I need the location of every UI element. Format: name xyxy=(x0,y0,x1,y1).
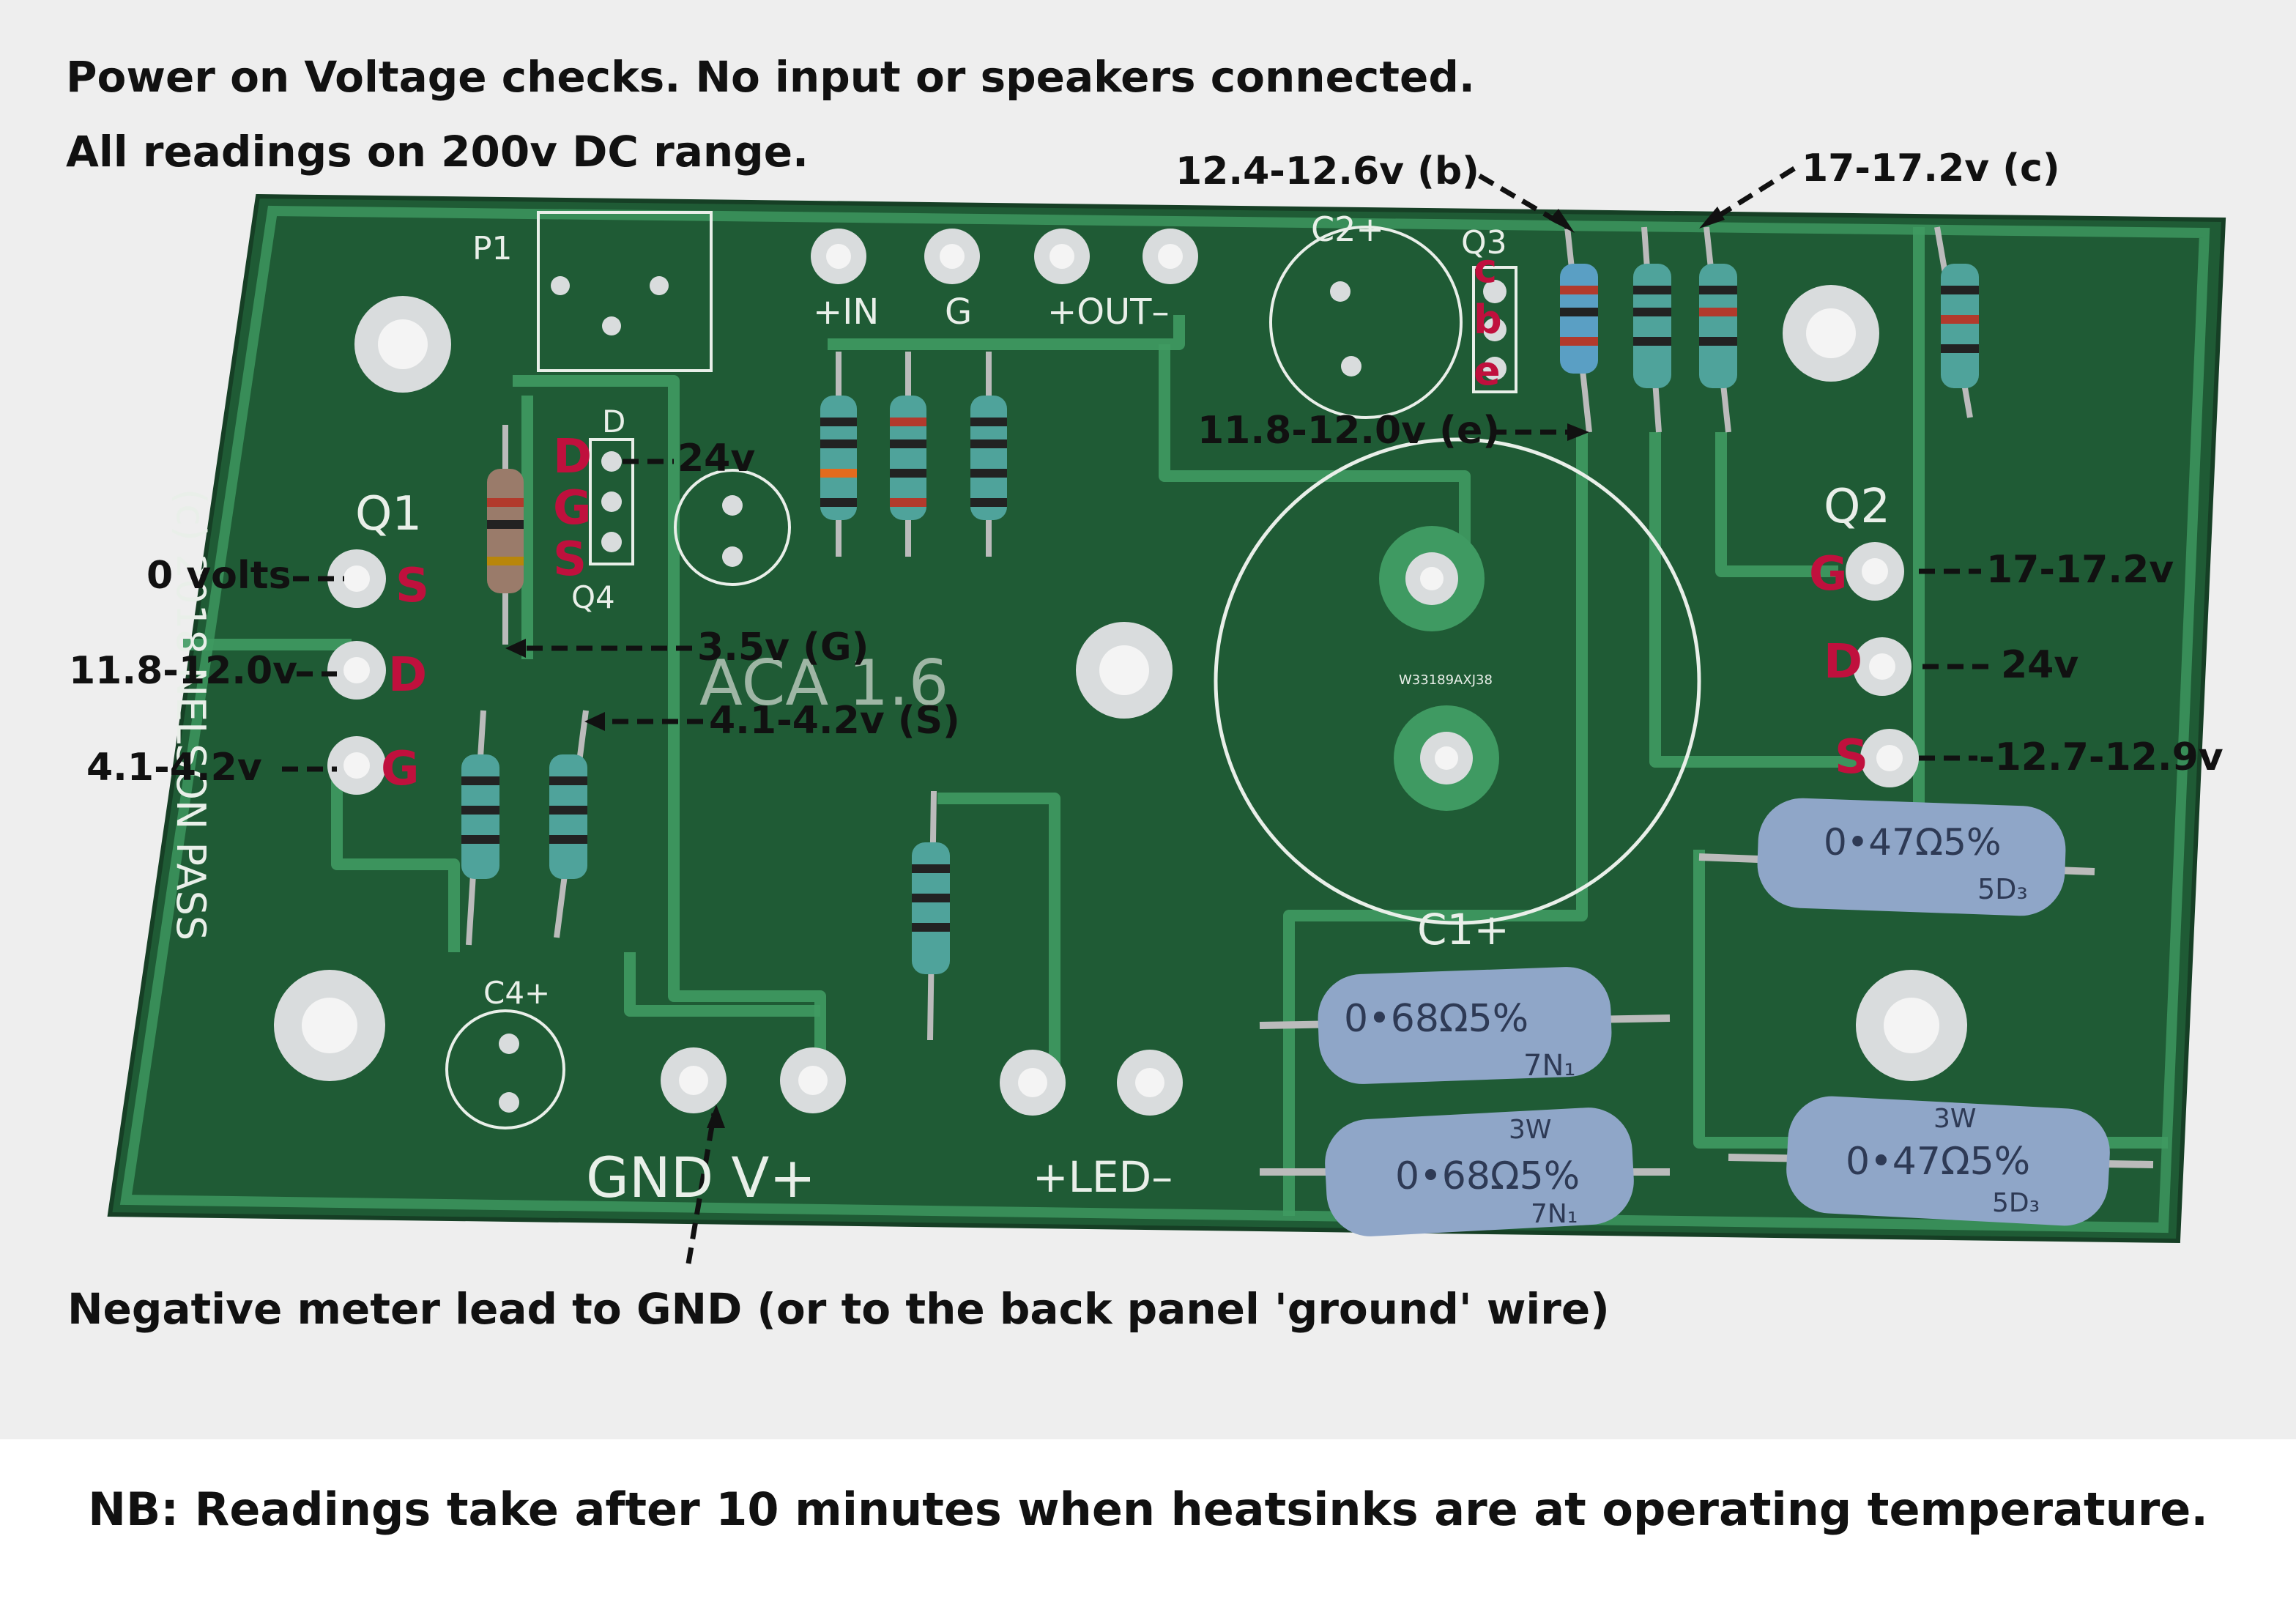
silk-out: +OUT– xyxy=(1047,292,1170,333)
reading-q1-s: 0 volts xyxy=(146,554,291,598)
silk-q4: Q4 xyxy=(571,579,615,615)
pin-q1-s: S xyxy=(395,559,430,613)
ground-note: Negative meter lead to GND (or to the ba… xyxy=(67,1284,1610,1334)
reading-q2-s: -12.7-12.9v xyxy=(1979,735,2223,779)
reading-q2-g: 17-17.2v xyxy=(1986,548,2174,592)
annotation-arrowheads xyxy=(505,207,1725,1128)
power-resistor-r4-code: 5D₃ xyxy=(1992,1188,2040,1218)
power-resistor-r1-code: 7N₁ xyxy=(1523,1049,1576,1083)
pin-q4-g: G xyxy=(553,481,592,535)
silk-q2: Q2 xyxy=(1824,480,1891,534)
q4-outline xyxy=(589,438,634,565)
silk-q4-d: D xyxy=(602,404,626,439)
reading-q3-b: 12.4-12.6v (b) xyxy=(1175,149,1479,193)
power-resistor-r4-rating: 3W xyxy=(1933,1104,1977,1134)
bottom-band xyxy=(0,1439,2296,1599)
mounting-holes xyxy=(274,285,1967,1081)
reading-q2-d: 24v xyxy=(2001,643,2079,687)
reading-q1-d: 11.8-12.0v xyxy=(69,649,298,693)
c4-outline xyxy=(445,1009,565,1129)
reading-q4-g: 3.5v (G) xyxy=(697,626,869,669)
power-resistor-r4-marking: 0•47Ω5% xyxy=(1846,1140,2031,1184)
pin-q3-c: c xyxy=(1474,245,1498,292)
small-resistors xyxy=(461,226,1979,1041)
silk-q3: Q3 xyxy=(1461,224,1507,261)
pin-q4-d: D xyxy=(553,430,592,484)
pin-q3-b: b xyxy=(1474,297,1502,343)
c3-outline xyxy=(674,469,791,586)
reading-q3-e: 11.8-12.0v (e) xyxy=(1197,409,1500,453)
p1-outline xyxy=(537,211,713,372)
header-line-2: All readings on 200v DC range. xyxy=(66,127,809,177)
reading-q1-g: 4.1-4.2v xyxy=(86,746,262,790)
silk-c4: C4+ xyxy=(483,975,551,1011)
pin-q3-e: e xyxy=(1474,348,1501,394)
silk-p1: P1 xyxy=(472,230,513,267)
silk-board-name: ACA 1.6 xyxy=(699,647,949,720)
power-resistor-r2-marking: 0•68Ω5% xyxy=(1395,1154,1580,1198)
header-line-1: Power on Voltage checks. No input or spe… xyxy=(66,52,1475,102)
power-resistor-r3-marking: 0•47Ω5% xyxy=(1824,821,2002,864)
power-resistor-r2-rating: 3W xyxy=(1509,1115,1552,1145)
silk-led: +LED– xyxy=(1033,1152,1173,1202)
pin-q4-s: S xyxy=(553,533,587,587)
power-resistor-r2-code: 7N₁ xyxy=(1531,1199,1578,1229)
pin-q2-s: S xyxy=(1835,730,1869,784)
q3-outline xyxy=(1472,266,1517,393)
silk-cap-code: W33189AXJ38 xyxy=(1399,672,1493,688)
terminal-pads xyxy=(327,229,1919,1116)
power-resistor-r1-marking: 0•68Ω5% xyxy=(1344,997,1529,1041)
silk-gnd-v: GND V+ xyxy=(586,1145,817,1210)
silk-g: G xyxy=(945,292,973,333)
nb-note: NB: Readings take after 10 minutes when … xyxy=(88,1483,2208,1536)
c1-outline xyxy=(1214,437,1701,925)
silk-in: +IN xyxy=(813,292,880,333)
pin-q1-d: D xyxy=(388,648,428,702)
reading-q3-c: 17-17.2v (c) xyxy=(1802,146,2060,190)
silk-q1: Q1 xyxy=(355,487,423,541)
silk-c2: C2+ xyxy=(1311,209,1384,249)
power-resistors xyxy=(1259,798,2154,1236)
pin-q2-g: G xyxy=(1809,547,1848,601)
pin-q2-d: D xyxy=(1824,635,1863,689)
silk-c1: C1+ xyxy=(1417,905,1509,954)
c1-pads xyxy=(1379,526,1499,811)
reading-q4-s: 4.1-4.2v (S) xyxy=(709,699,960,743)
small-pads xyxy=(499,276,1506,1113)
pin-q1-g: G xyxy=(381,742,420,796)
c2-outline xyxy=(1269,226,1463,419)
power-resistor-r3-code: 5D₃ xyxy=(1977,873,2028,905)
reading-q4-d: 24v xyxy=(677,437,756,481)
